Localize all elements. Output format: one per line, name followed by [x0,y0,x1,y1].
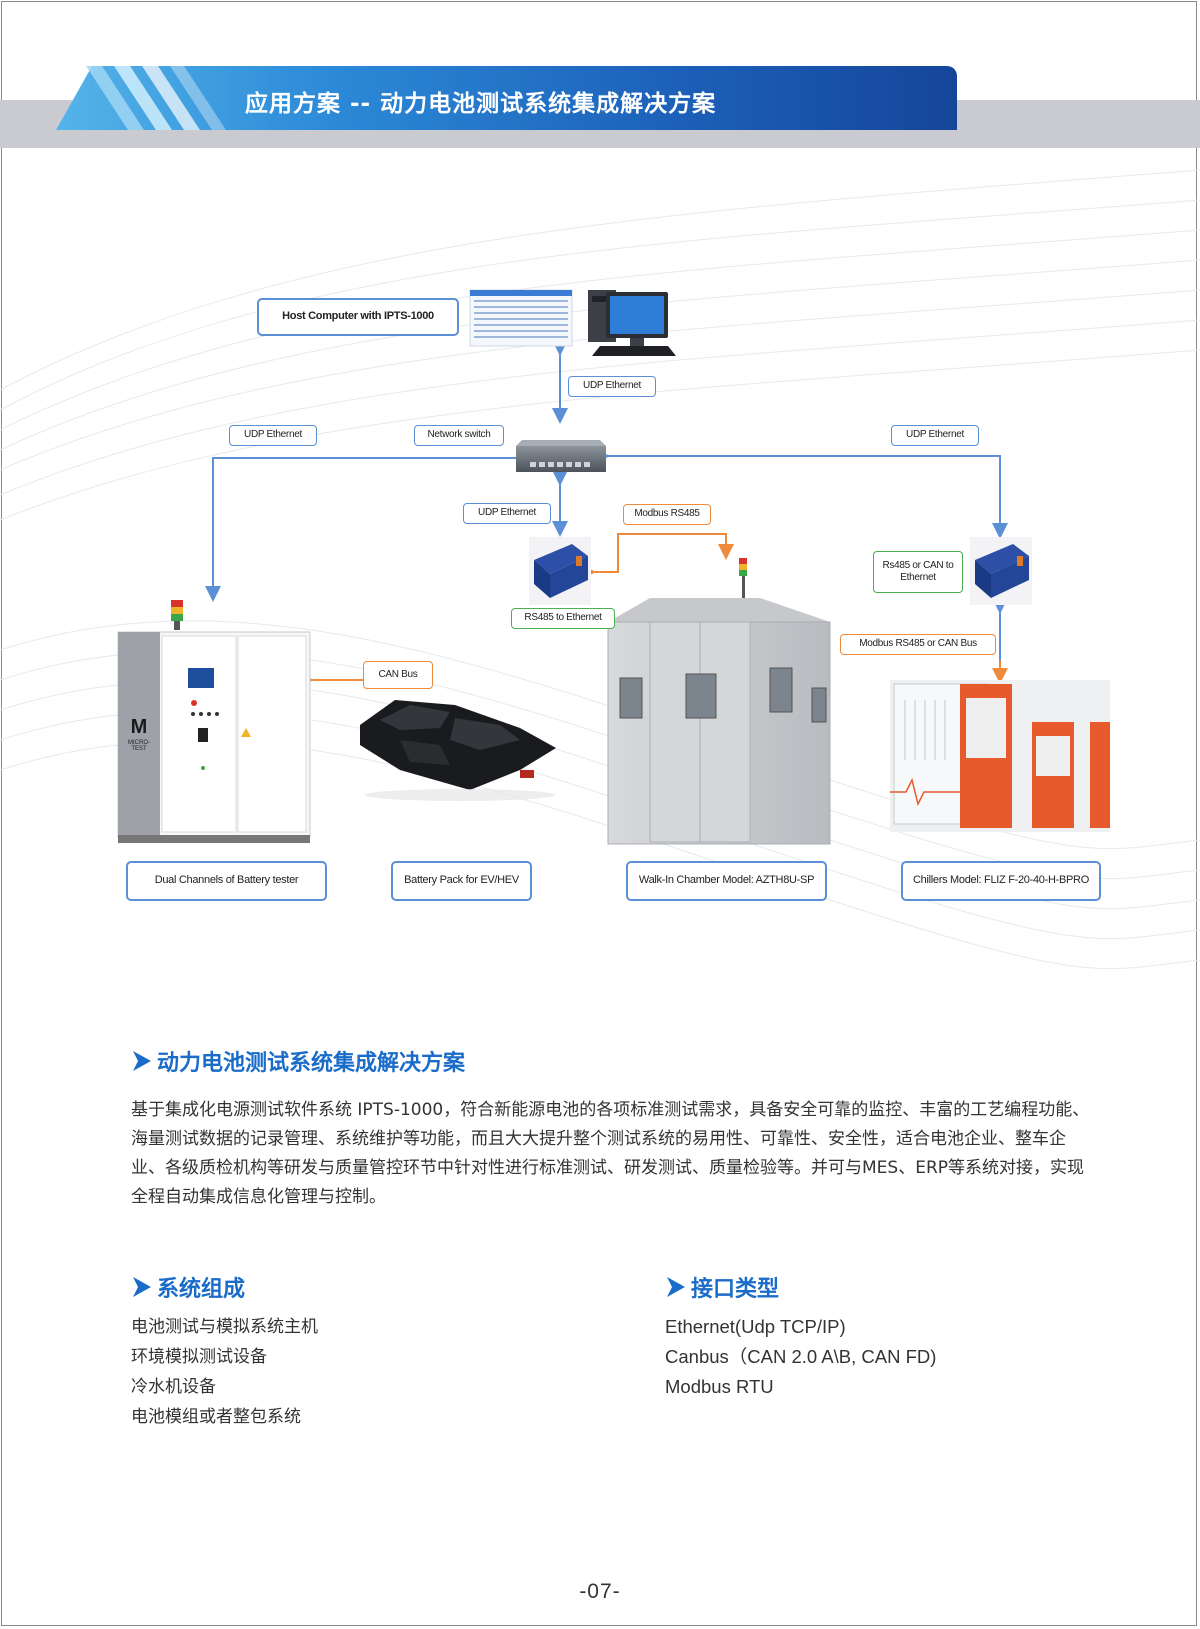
composition-list: 电池测试与模拟系统主机 环境模拟测试设备 冷水机设备 电池模组或者整包系统 [131,1312,318,1432]
page-title: 应用方案 -- 动力电池测试系统集成解决方案 [245,91,717,117]
label-udp-ethernet-top: UDP Ethernet [568,376,656,397]
label-rs485-to-ethernet: RS485 to Ethernet [511,608,615,629]
label-battery-tester: Dual Channels of Battery tester [126,861,327,901]
link-switch-right-converter [594,448,1008,539]
arrow-right-icon [667,1277,685,1297]
battery-tester-image: M [117,600,311,843]
arrow-right-icon [133,1051,151,1071]
tester-brand-text: MICRO-TEST [128,740,150,752]
list-item: Canbus（CAN 2.0 A\B, CAN FD) [665,1346,937,1367]
arrow-right-icon [133,1277,151,1297]
link-switch-tester [205,457,520,602]
composition-heading: 系统组成 [131,1271,245,1303]
network-switch-image [516,440,606,472]
label-battery-pack: Battery Pack for EV/HEV [391,861,532,901]
list-item: 环境模拟测试设备 [131,1347,267,1367]
solution-heading-text: 动力电池测试系统集成解决方案 [157,1051,466,1076]
label-udp-ethernet-mid: UDP Ethernet [463,503,551,524]
composition-heading-text: 系统组成 [157,1277,246,1302]
label-modbus-or-can-bus: Modbus RS485 or CAN Bus [840,634,996,655]
label-rs485-can-to-ethernet: Rs485 or CAN to Ethernet [873,551,963,593]
list-item: Modbus RTU [665,1376,774,1397]
interfaces-heading-text: 接口类型 [691,1277,780,1302]
label-can-bus: CAN Bus [363,661,433,689]
can-converter-image [970,537,1032,605]
interfaces-list: Ethernet(Udp TCP/IP) Canbus（CAN 2.0 A\B,… [665,1312,936,1402]
label-chillers: Chillers Model: FLIZ F-20-40-H-BPRO [901,861,1101,901]
link-converter-chamber [580,533,734,580]
label-modbus-rs485: Modbus RS485 [623,504,711,525]
interfaces-heading: 接口类型 [665,1271,779,1303]
label-network-switch: Network switch [414,425,504,446]
solution-body: 基于集成化电源测试软件系统 IPTS-1000，符合新能源电池的各项标准测试需求… [131,1100,1090,1207]
label-udp-ethernet-left: UDP Ethernet [229,425,317,446]
list-item: 电池模组或者整包系统 [131,1407,301,1427]
chillers-image [890,680,1110,832]
rs485-converter-image [529,537,591,605]
page-number: -07- [579,1580,621,1603]
header-blue-banner [56,66,957,130]
header-stripes-decoration [86,66,226,130]
label-host-computer: Host Computer with IPTS-1000 [257,298,459,336]
software-screenshot [469,289,573,347]
list-item: Ethernet(Udp TCP/IP) [665,1316,846,1337]
walkin-chamber-image [607,558,831,845]
label-udp-ethernet-right: UDP Ethernet [891,425,979,446]
svg-text:M: M [131,716,148,738]
system-diagram: M [117,289,1110,845]
host-computer-image [588,290,676,356]
list-item: 电池测试与模拟系统主机 [131,1317,318,1337]
solution-heading: 动力电池测试系统集成解决方案 [131,1045,465,1077]
label-walkin-chamber: Walk-In Chamber Model: AZTH8U-SP [626,861,827,901]
battery-pack-image [360,700,556,801]
list-item: 冷水机设备 [131,1377,216,1397]
